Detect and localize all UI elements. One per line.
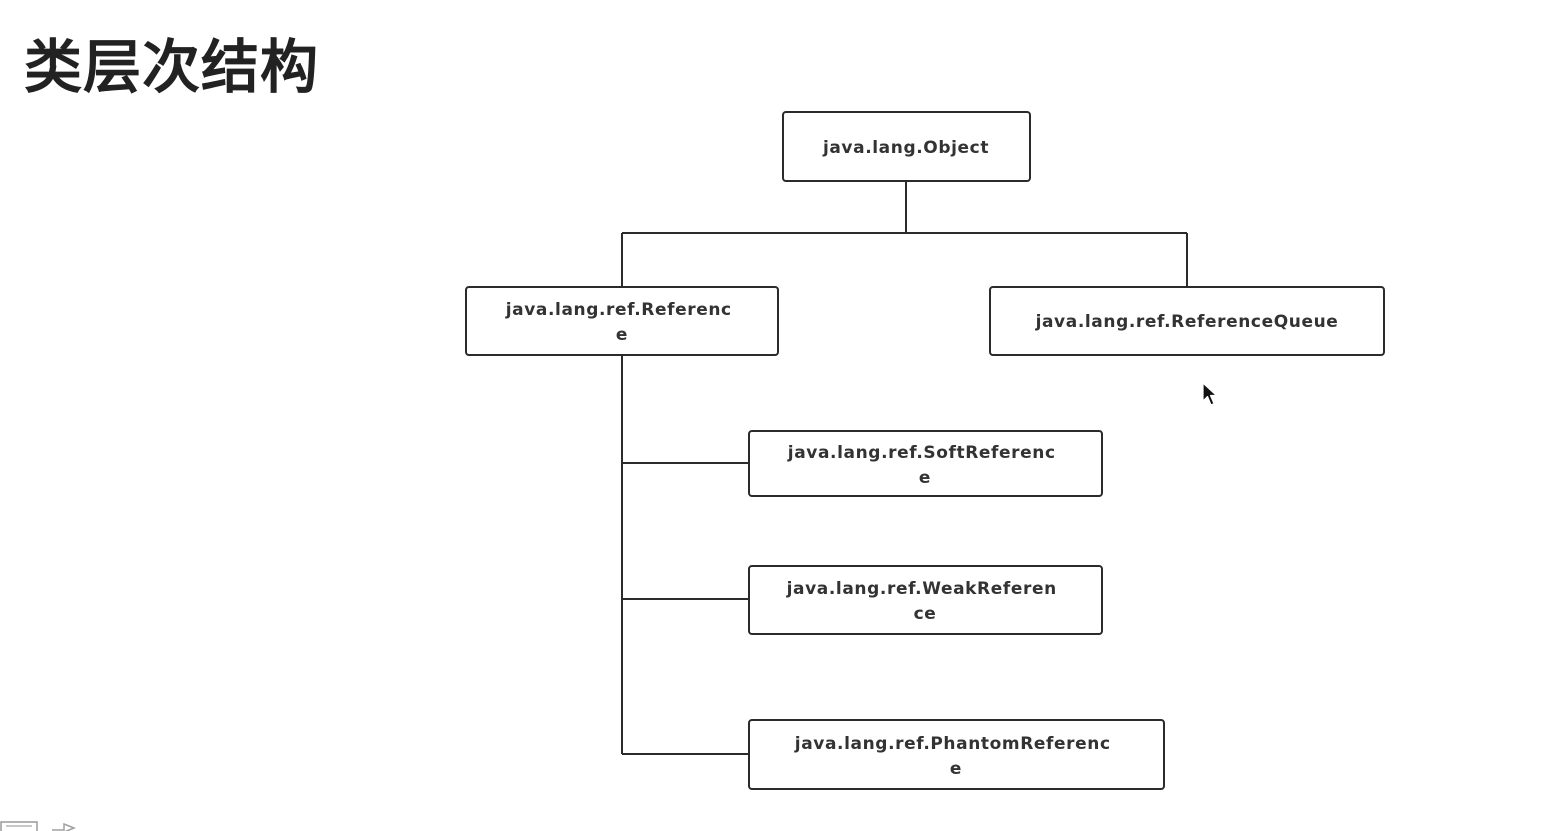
class-box-object-frame <box>782 111 1031 182</box>
slide-title: 类层次结构 <box>24 33 320 101</box>
connectors <box>621 181 1188 755</box>
class-box-reference-queue: java.lang.ref.ReferenceQueue <box>989 286 1385 356</box>
class-label-reference: java.lang.ref.Referenc e <box>505 300 739 345</box>
class-box-reference-frame <box>465 286 779 356</box>
slide-navigation-icon[interactable] <box>0 818 90 831</box>
class-label-soft-reference-line-2: e <box>919 468 931 488</box>
class-box-reference: java.lang.ref.Referenc e <box>465 286 779 356</box>
class-box-phantom-reference-frame <box>748 719 1165 790</box>
class-label-soft-reference: java.lang.ref.SoftReferenc e <box>787 443 1062 488</box>
class-label-soft-reference-line-1: java.lang.ref.SoftReferenc <box>787 443 1056 463</box>
class-box-soft-reference-frame <box>748 430 1103 497</box>
class-label-phantom-reference-line-2: e <box>950 759 962 779</box>
class-box-reference-queue-frame <box>989 286 1385 356</box>
class-label-reference-queue: java.lang.ref.ReferenceQueue <box>1035 312 1339 332</box>
class-label-weak-reference-line-2: ce <box>914 604 937 624</box>
class-label-phantom-reference-line-1: java.lang.ref.PhantomReferenc <box>794 734 1111 754</box>
class-label-reference-line-2: e <box>616 325 628 345</box>
class-box-phantom-reference: java.lang.ref.PhantomReferenc e <box>748 719 1165 790</box>
class-label-phantom-reference: java.lang.ref.PhantomReferenc e <box>794 734 1117 779</box>
class-box-object: java.lang.Object <box>782 111 1031 182</box>
class-box-weak-reference: java.lang.ref.WeakReferen ce <box>748 565 1103 635</box>
class-label-object: java.lang.Object <box>822 138 989 158</box>
class-label-object-line-1: java.lang.Object <box>822 138 989 158</box>
class-label-reference-line-1: java.lang.ref.Referenc <box>505 300 732 320</box>
class-label-weak-reference: java.lang.ref.WeakReferen ce <box>786 579 1064 624</box>
class-label-reference-queue-line-1: java.lang.ref.ReferenceQueue <box>1035 312 1339 332</box>
mouse-pointer-icon <box>1202 382 1218 406</box>
class-box-soft-reference: java.lang.ref.SoftReferenc e <box>748 430 1103 497</box>
class-label-weak-reference-line-1: java.lang.ref.WeakReferen <box>786 579 1057 599</box>
class-box-weak-reference-frame <box>748 565 1103 635</box>
